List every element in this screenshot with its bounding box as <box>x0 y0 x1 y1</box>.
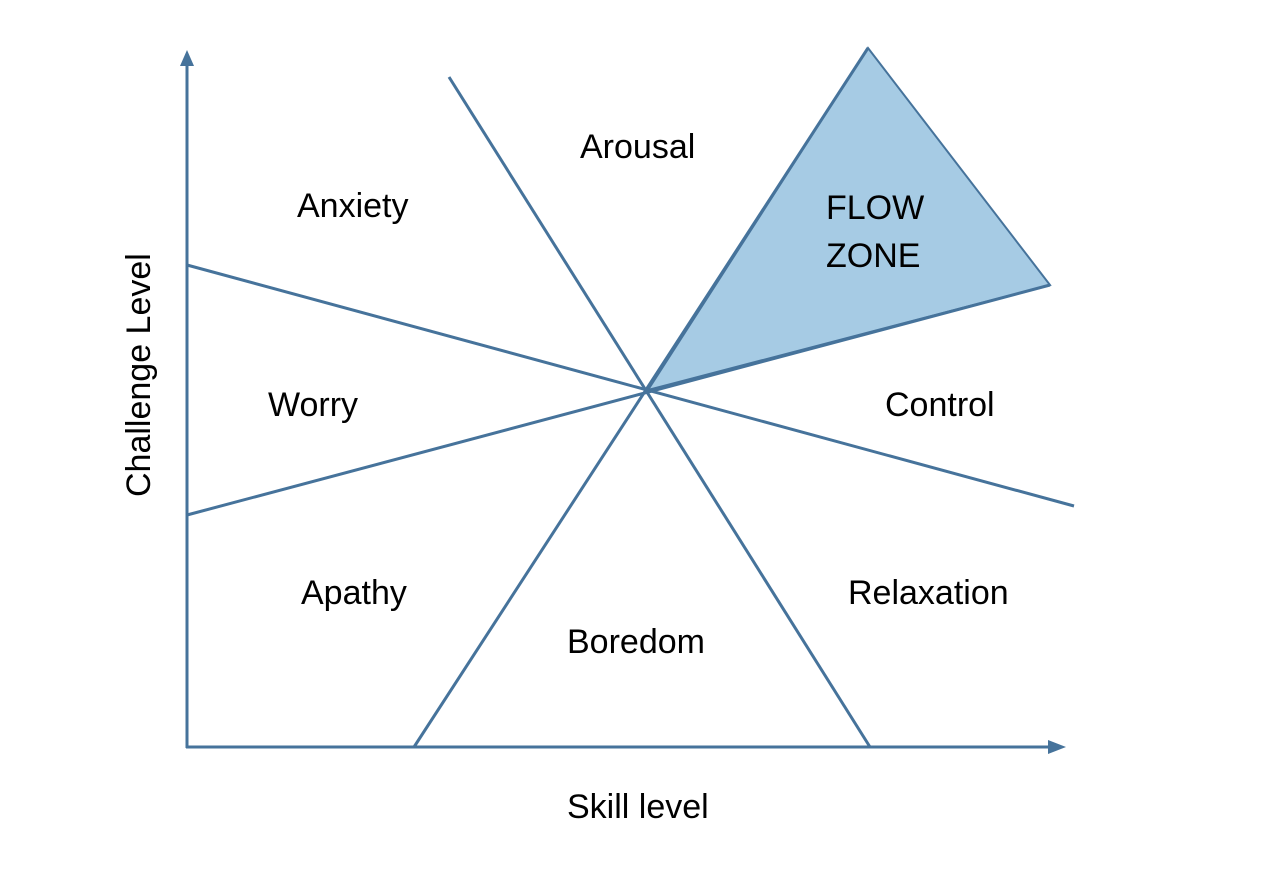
zone-label-relaxation: Relaxation <box>848 574 1009 612</box>
y-axis-label: Challenge Level <box>120 253 158 497</box>
zone-label-flow-line1: FLOW <box>826 189 924 227</box>
x-axis-arrow-icon <box>1048 740 1066 754</box>
divider-arousal-boredom-right <box>447 76 872 748</box>
x-axis-label: Skill level <box>567 788 709 826</box>
y-axis-arrow-icon <box>180 50 194 66</box>
divider-flow-boredom-left <box>412 47 870 748</box>
zone-label-boredom: Boredom <box>567 623 705 661</box>
zone-label-arousal: Arousal <box>580 128 695 166</box>
zone-label-control: Control <box>885 386 995 424</box>
divider-anxiety-worry-control <box>186 263 1075 508</box>
zone-label-flow-line2: ZONE <box>826 237 920 275</box>
divider-worry-apathy-flow <box>186 283 1051 517</box>
zone-label-anxiety: Anxiety <box>297 187 409 225</box>
zone-label-apathy: Apathy <box>301 574 407 612</box>
zone-label-worry: Worry <box>268 386 358 424</box>
